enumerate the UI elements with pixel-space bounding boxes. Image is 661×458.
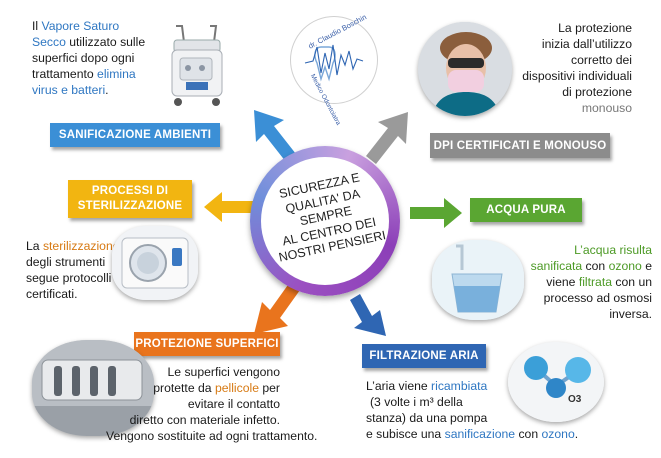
autoclave-icon — [112, 226, 198, 300]
steam-cleaner-icon — [171, 25, 223, 106]
sterilizzazione-banner: PROCESSI DI STERILIZZAZIONE — [68, 180, 192, 218]
aria-text: L’aria viene ricambiata (3 volte i m³ de… — [366, 379, 579, 441]
arrow-down-left — [254, 282, 300, 334]
arrow-right — [410, 198, 462, 228]
logo: dr. Claudio Boschin Medico Odontoiatra — [290, 12, 378, 126]
arrow-left — [204, 192, 256, 222]
arrow-up-left — [254, 110, 296, 162]
ozone-molecule-icon — [508, 342, 604, 422]
logo-graphic — [304, 44, 364, 82]
water-glass-photo — [432, 240, 524, 320]
superfici-text: Le superfici vengono protette da pellico… — [106, 365, 318, 443]
sterilizzazione-banner-line2: STERILIZZAZIONE — [77, 200, 183, 212]
dpi-banner: DPI CERTIFICATI E MONOUSO — [430, 133, 610, 158]
aria-banner: FILTRAZIONE ARIA — [362, 344, 486, 368]
acqua-text: L’acqua risulta sanificata con ozono e v… — [530, 243, 652, 321]
center-circle — [250, 146, 400, 296]
masked-doctor-icon — [418, 22, 512, 116]
arrow-up-right — [366, 112, 408, 164]
sanificazione-text: Il Vapore Saturo Secco utilizzato sulle … — [32, 19, 146, 97]
dental-chair-photo — [32, 340, 154, 436]
water-glass-icon — [432, 240, 524, 320]
superfici-banner: PROTEZIONE SUPERFICI — [134, 332, 280, 356]
sterilizzazione-text: La sterilizzazione degli strumenti segue… — [26, 239, 120, 301]
steam-cleaner-image — [166, 20, 230, 108]
ozone-molecule-photo: O3 — [508, 342, 604, 422]
dpi-photo — [418, 22, 512, 116]
sterilizzazione-banner-line1: PROCESSI DI — [91, 185, 169, 197]
sanificazione-banner: SANIFICAZIONE AMBIENTI — [50, 123, 220, 147]
ozone-label: O3 — [568, 394, 582, 405]
arrow-down-right — [350, 294, 386, 336]
dpi-text: La protezione inizia dall’utilizzo corre… — [522, 21, 632, 115]
center-circle-inner — [261, 157, 389, 285]
autoclave-photo — [112, 226, 198, 300]
acqua-banner: ACQUA PURA — [470, 198, 582, 222]
